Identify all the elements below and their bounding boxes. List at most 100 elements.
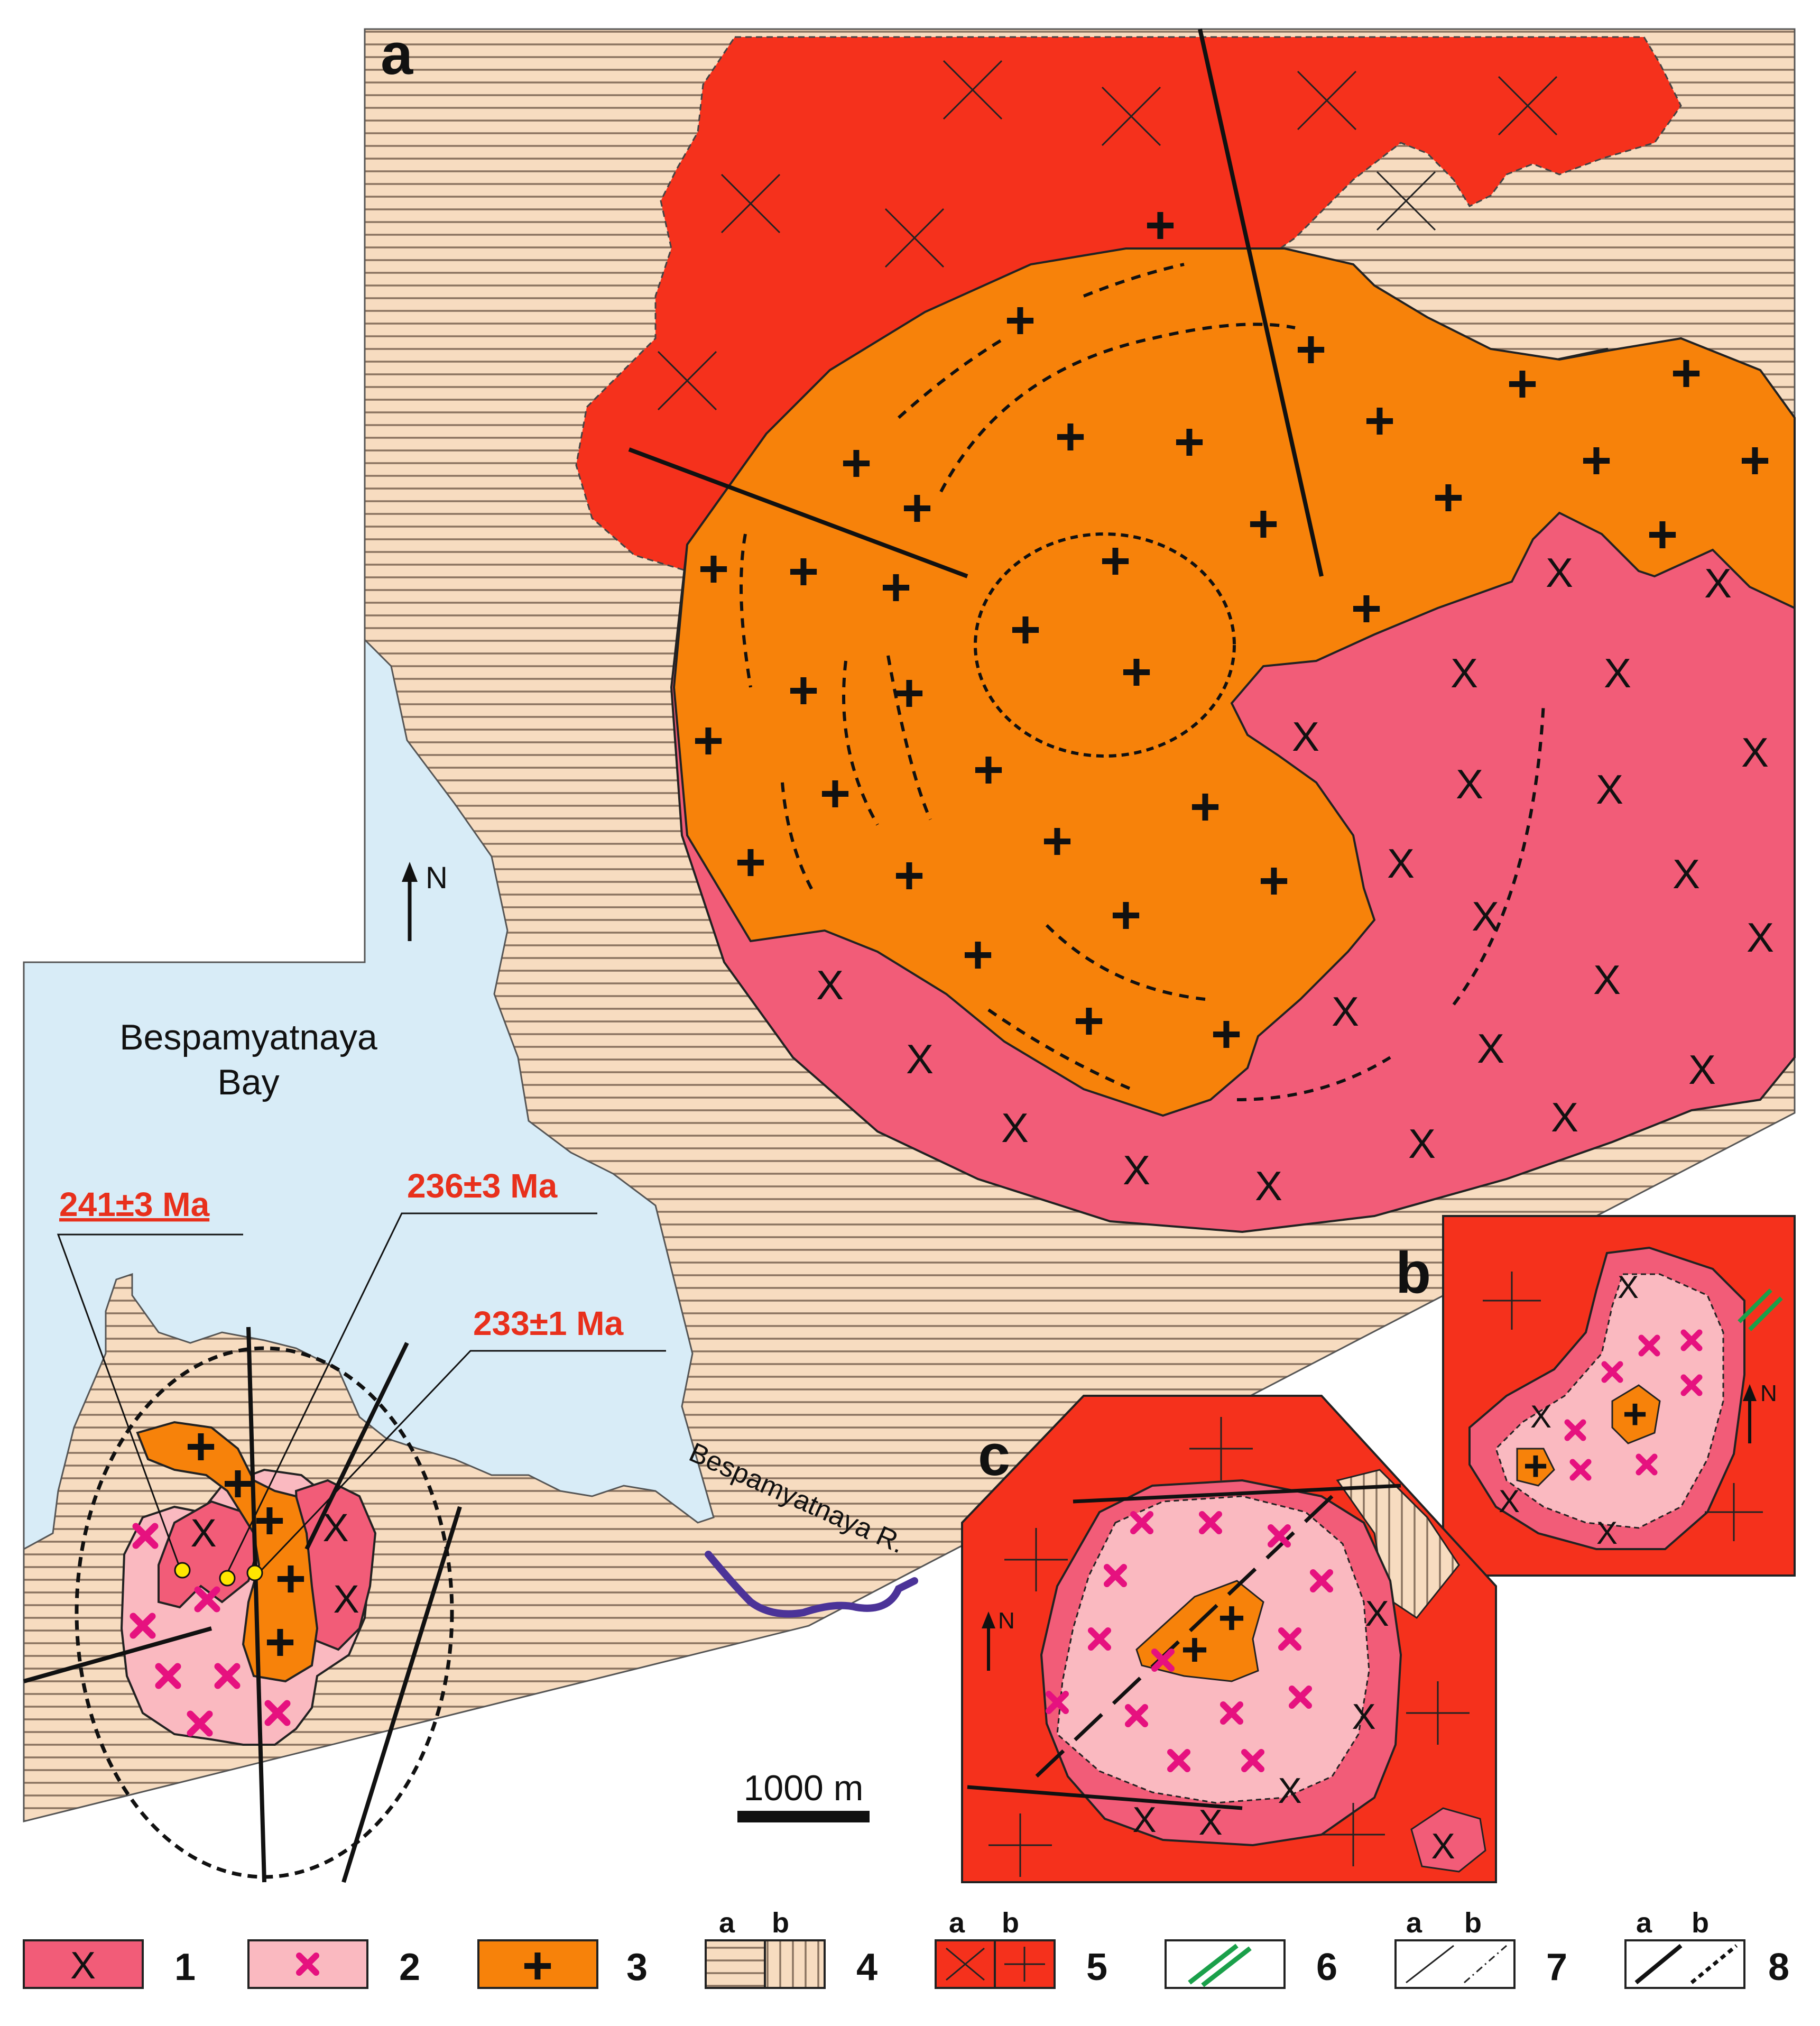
host-symbols-north [657,60,1558,411]
inner-contact-dashed [974,532,1236,758]
small-unit1-symbols: X X X [190,1506,359,1621]
svg-text:+: + [1296,320,1326,379]
svg-text:X: X [1593,956,1621,1003]
inset-c-host-symbols [988,1417,1470,1877]
svg-text:+: + [841,434,872,493]
svg-text:X: X [1332,988,1359,1035]
svg-text:+: + [1074,991,1104,1051]
legend-swatch-7 [1394,1939,1516,1989]
inset-panel-c: X X X X X X + + [961,1395,1497,1883]
legend: X 1 2 + 3 a b 4 a b 5 6 a b 7 [23,1907,1789,1995]
inset-b-host-symbols [1483,1272,1763,1541]
svg-text:+: + [881,558,911,617]
legend-swatch-8 [1624,1939,1745,1989]
faults-main [628,29,1324,578]
svg-text:+: + [1671,344,1702,403]
svg-text:X: X [1673,851,1700,897]
svg-text:+: + [254,1491,285,1550]
svg-text:X: X [1741,729,1769,776]
small-unit2-symbols [130,1523,291,1737]
svg-text:X: X [1292,713,1319,760]
inset-b-unit2-symbols [1564,1329,1703,1481]
scale-bar-label: 1000 m [744,1768,864,1808]
svg-text:X: X [1001,1104,1029,1151]
legend-swatch-3 [477,1939,598,1989]
legend-sub-7b: b [1464,1907,1482,1939]
svg-text:+: + [275,1549,306,1608]
svg-text:+: + [1055,407,1086,466]
inset-c-unit3-symbols: + + [1181,1591,1245,1675]
svg-text:+: + [1507,354,1538,413]
inset-c-faults [967,1484,1401,1810]
age-label-2: 236±3 Ma [407,1167,558,1205]
river-line [705,1551,918,1618]
legend-sub-5b: b [1002,1907,1019,1939]
svg-text:+: + [973,740,1004,799]
svg-text:X: X [816,962,844,1008]
svg-text:+: + [788,661,819,720]
legend-number-8: 8 [1768,1946,1789,1988]
legend-swatch-4a [705,1939,766,1989]
small-unit3-symbols: + + + + + [186,1417,306,1672]
svg-text:+: + [1042,812,1073,871]
svg-text:+: + [223,1454,253,1513]
svg-text:X: X [1456,761,1483,807]
svg-text:+: + [1364,391,1395,450]
unit1-symbols: X X X X X X X X X X X X X X X X X X X X … [816,549,1774,1209]
svg-text:X: X [1132,1800,1156,1840]
inset-b-unit3-a [1611,1384,1661,1444]
svg-text:X: X [333,1577,359,1621]
legend-number-4: 4 [856,1946,877,1988]
legend-symbol-3: + [522,1936,553,1995]
svg-text:+: + [963,925,993,984]
svg-text:+: + [1100,531,1131,591]
svg-text:X: X [1596,1515,1618,1551]
svg-text:X: X [1530,1399,1551,1434]
svg-text:+: + [1248,494,1279,554]
legend-sub-4a: a [719,1907,735,1939]
svg-text:X: X [1551,1094,1578,1140]
legend-sub-4b: b [772,1907,789,1939]
panel-label-a: a [381,22,413,87]
svg-text:X: X [322,1506,348,1550]
svg-text:X: X [1596,766,1623,813]
svg-text:X: X [1604,650,1631,696]
legend-number-5: 5 [1086,1946,1107,1988]
sample-point-icon [246,1564,263,1581]
inset-panel-b: X X X X + + N b [1396,1215,1796,1577]
svg-text:X: X [1431,1826,1455,1866]
svg-text:X: X [1451,650,1478,696]
sample-leader-lines [57,1212,666,1579]
legend-symbol-2 [296,1953,319,1976]
svg-text:X: X [1365,1594,1389,1634]
inset-c-unit2-symbols [1046,1511,1333,1772]
svg-text:+: + [894,846,925,905]
svg-text:X: X [1618,1269,1639,1305]
svg-text:+: + [1010,600,1041,659]
legend-number-7: 7 [1546,1946,1567,1988]
unit3-symbols: + + + + + + + + + + + + + + + + + + + + … [693,196,1770,1064]
bay-water [23,638,715,1551]
legend-number-3: 3 [626,1946,648,1988]
svg-text:+: + [1740,431,1770,490]
svg-text:+: + [1121,642,1152,702]
svg-text:X: X [1255,1163,1282,1209]
svg-text:X: X [1546,549,1573,596]
svg-text:X: X [190,1511,216,1555]
age-label-1: 241±3 Ma [59,1185,210,1223]
legend-swatch-4b [764,1939,826,1989]
inset-b-unit2 [1495,1273,1724,1529]
pluton-unit3-core [672,247,1796,1117]
legend-sub-8b: b [1692,1907,1709,1939]
svg-text:X: X [1477,1025,1504,1072]
svg-text:X: X [1472,893,1499,940]
svg-text:X: X [1352,1697,1375,1737]
svg-text:+: + [1351,579,1382,638]
faults-sw [23,1327,462,1883]
dyke-symbols [1738,1288,1783,1331]
legend-number-2: 2 [399,1946,420,1988]
svg-text:+: + [186,1417,216,1476]
svg-text:+: + [1190,777,1221,836]
inset-c-unit1-satellite [1410,1807,1486,1873]
sample-points [174,1562,263,1587]
